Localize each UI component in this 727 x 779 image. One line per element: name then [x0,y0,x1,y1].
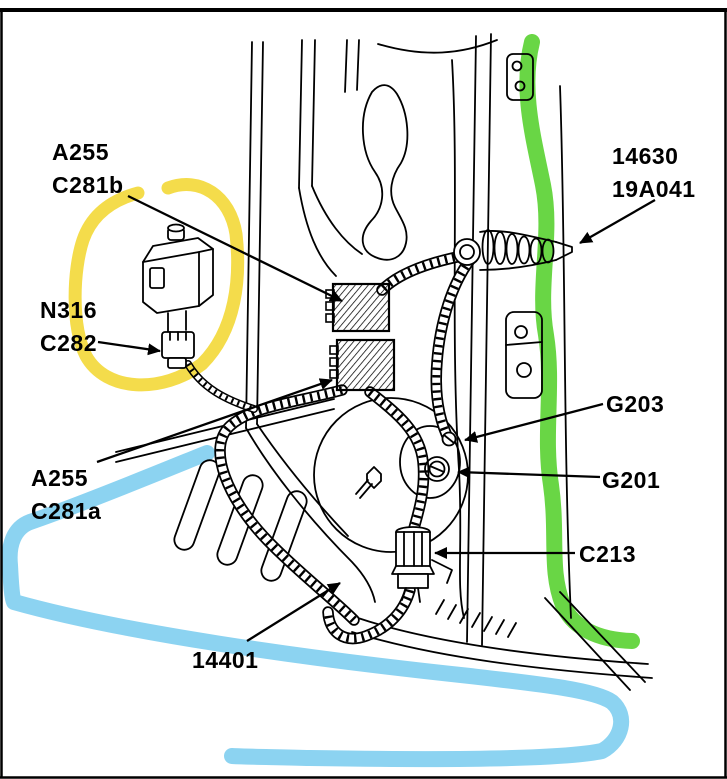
door-lock-actuator [142,223,214,369]
window-regulator-channel [361,84,409,261]
label-line: C213 [579,541,636,567]
leader-arrow-c281b [127,194,343,303]
label-n316-c282: N316 C282 [40,294,97,360]
leader-arrow-14401 [246,582,341,642]
connector-c213 [391,526,453,603]
label-line: G203 [606,391,665,417]
label-g201: G201 [602,464,660,497]
label-line: 14630 [612,143,679,169]
label-a255-c281b: A255 C281b [52,136,124,202]
label-a255-c281a: A255 C281a [31,462,101,528]
leader-arrow-g203 [464,402,604,443]
label-line: 14401 [192,647,259,673]
connector-c281b-block [325,282,391,333]
label-line: A255 [31,465,88,491]
leader-arrow-14630 [579,199,656,244]
label-c213: C213 [579,538,636,571]
label-g203: G203 [606,388,664,421]
label-line: C282 [40,330,97,356]
leader-arrows [96,194,656,642]
bolt [366,466,382,489]
leader-arrow-g201 [457,466,601,479]
leader-arrow-n316-c282 [97,340,161,356]
label-line: C281b [52,172,124,198]
label-line: C281a [31,498,102,524]
label-line: A255 [52,139,109,165]
n316-c282-connector [161,331,195,369]
blue-highlight [1,445,629,768]
label-line: G201 [602,467,661,493]
yellow-highlight [68,178,245,392]
highlighter-marks [1,34,640,768]
label-14401: 14401 [192,644,258,677]
leader-arrow-c281a [96,378,333,464]
green-highlight [519,34,640,649]
wire-grommet-14630 [453,229,573,271]
label-line: N316 [40,297,97,323]
label-14630-19a041: 14630 19A041 [612,140,696,206]
page-border [0,8,727,779]
connector-c281a-block [329,338,396,392]
ground-screws [355,431,457,499]
label-line: 19A041 [612,176,696,202]
